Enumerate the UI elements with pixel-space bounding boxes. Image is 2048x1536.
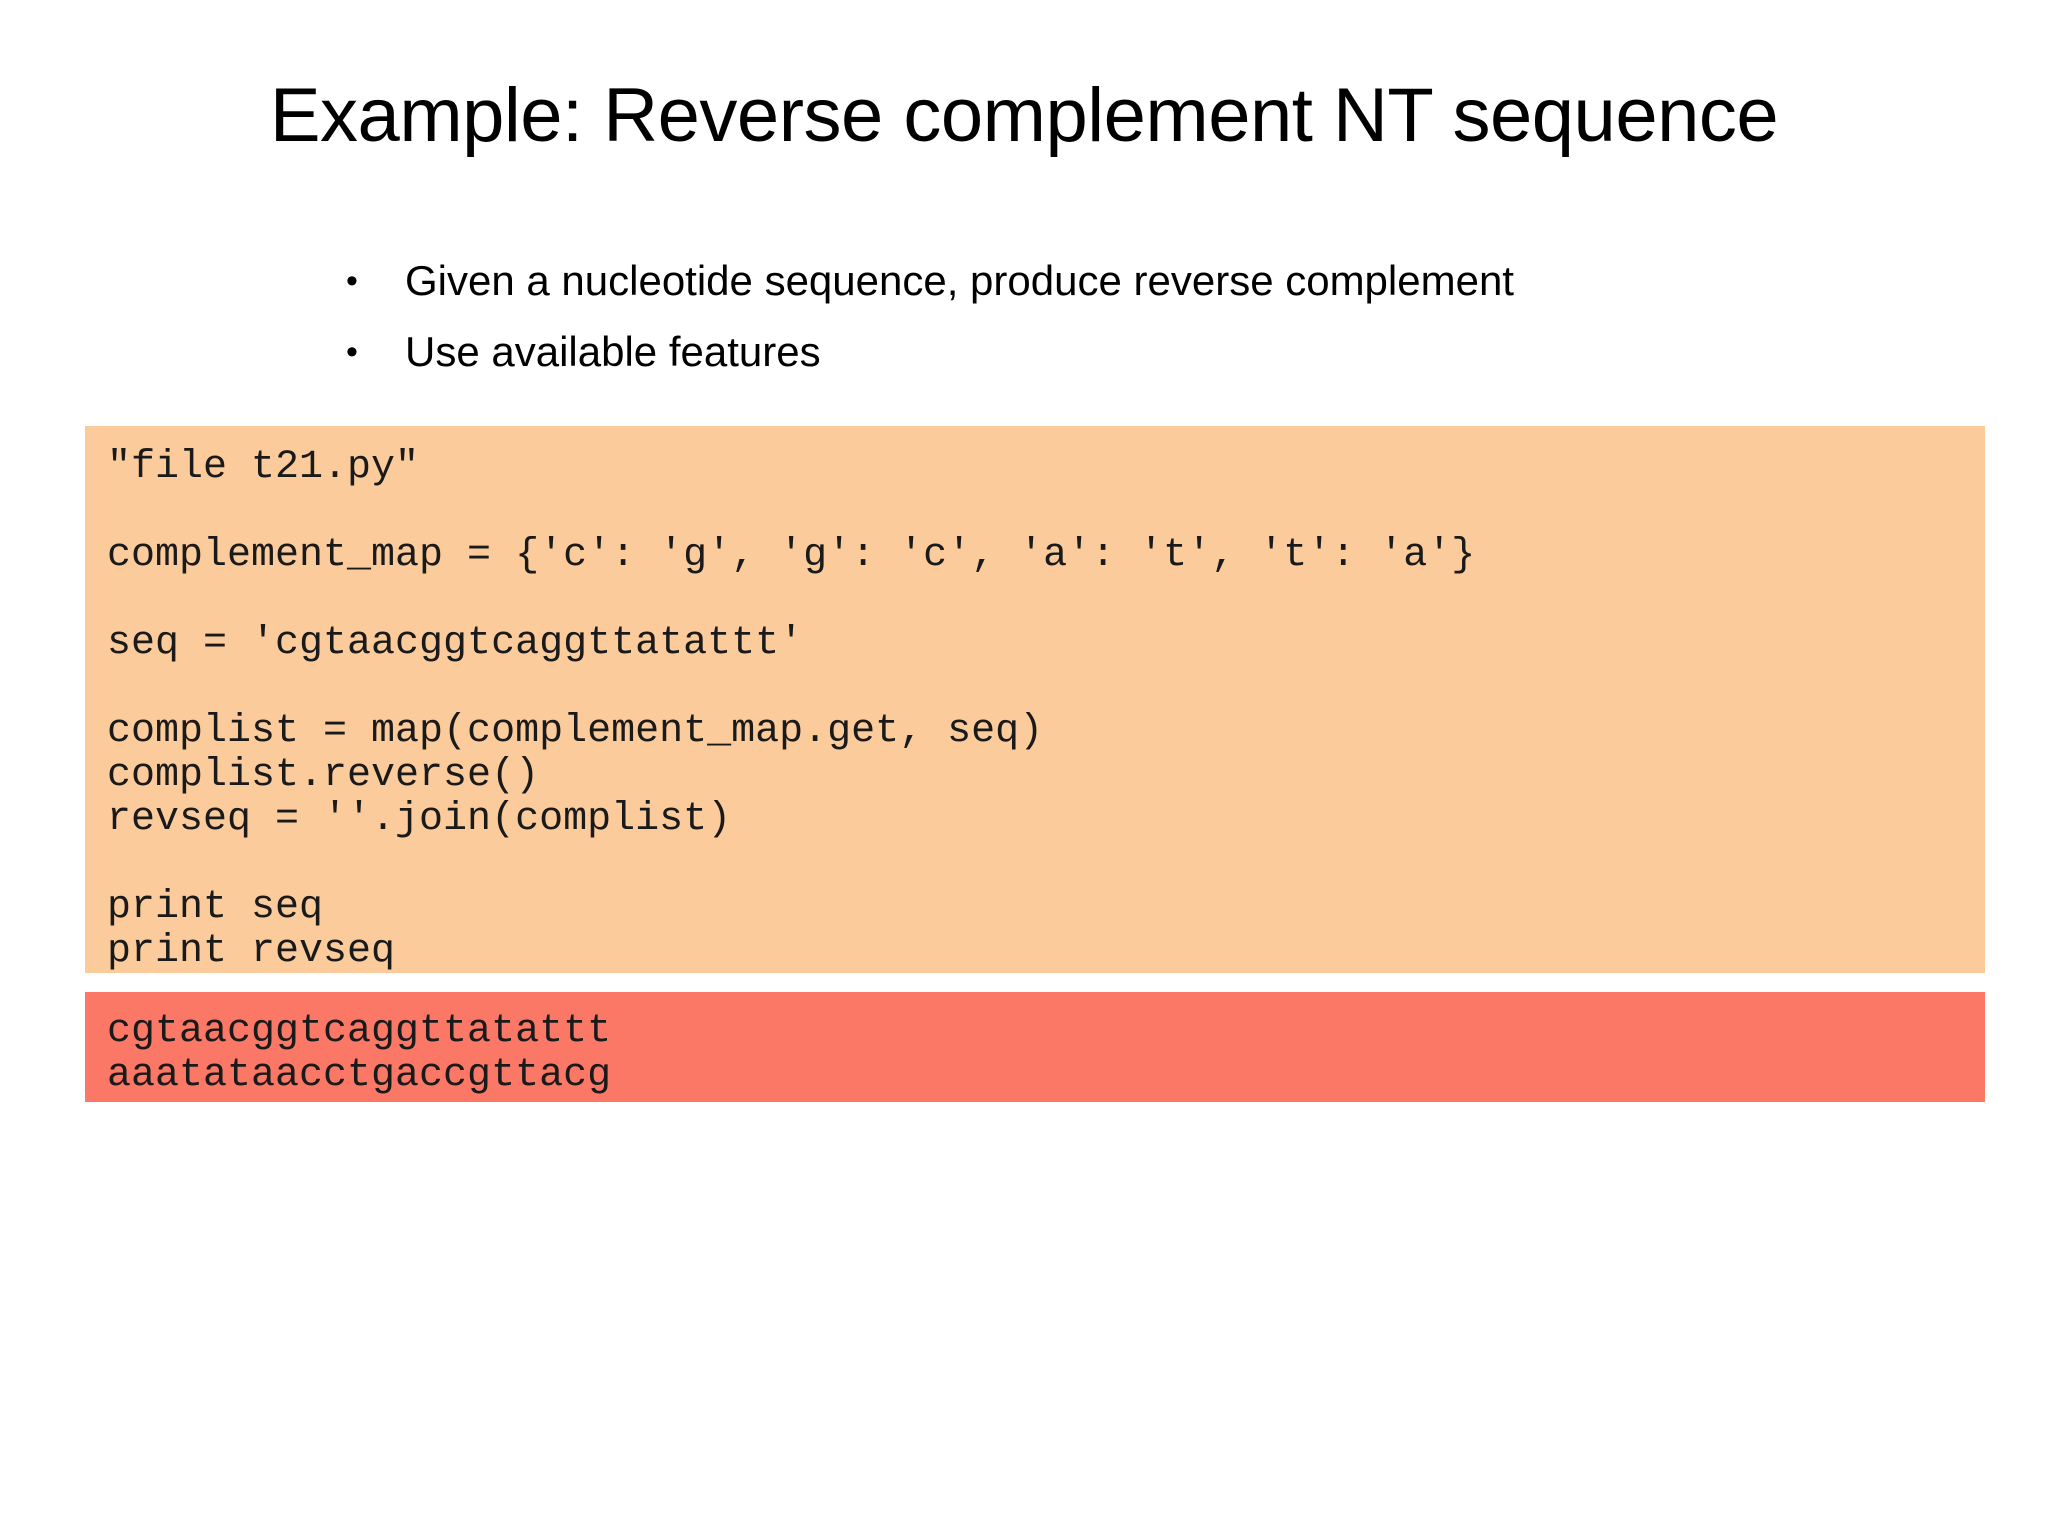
output-line: aaatataacctgaccgttacg bbox=[107, 1053, 612, 1098]
code-line-blank bbox=[107, 842, 1985, 886]
output-line: cgtaacggtcaggttatattt bbox=[107, 1009, 612, 1054]
code-line: seq = 'cgtaacggtcaggttatattt' bbox=[107, 621, 804, 666]
code-line-blank bbox=[107, 578, 1985, 622]
code-block: "file t21.py" complement_map = {'c': 'g'… bbox=[85, 426, 1985, 974]
code-line-blank bbox=[107, 666, 1985, 710]
list-item: • Use available features bbox=[330, 326, 1930, 378]
code-line-blank bbox=[107, 490, 1985, 534]
code-line: complement_map = {'c': 'g', 'g': 'c', 'a… bbox=[107, 533, 1476, 578]
code-line: print seq bbox=[107, 885, 324, 930]
code-line: print revseq bbox=[107, 929, 396, 974]
bullet-list: • Given a nucleotide sequence, produce r… bbox=[330, 255, 1930, 397]
page-title: Example: Reverse complement NT sequence bbox=[269, 73, 1779, 158]
bullet-item-label: Given a nucleotide sequence, produce rev… bbox=[405, 257, 1514, 304]
bullet-item-label: Use available features bbox=[405, 328, 821, 375]
bullet-point-icon: • bbox=[346, 333, 358, 371]
output-block: cgtaacggtcaggttatattt aaatataacctgaccgtt… bbox=[85, 992, 1985, 1102]
list-item: • Given a nucleotide sequence, produce r… bbox=[330, 255, 1930, 307]
bullet-point-icon: • bbox=[346, 262, 358, 300]
code-line: complist.reverse() bbox=[107, 753, 540, 798]
code-line: "file t21.py" bbox=[107, 445, 420, 490]
code-line: complist = map(complement_map.get, seq) bbox=[107, 709, 1044, 754]
code-line: revseq = ''.join(complist) bbox=[107, 797, 732, 842]
